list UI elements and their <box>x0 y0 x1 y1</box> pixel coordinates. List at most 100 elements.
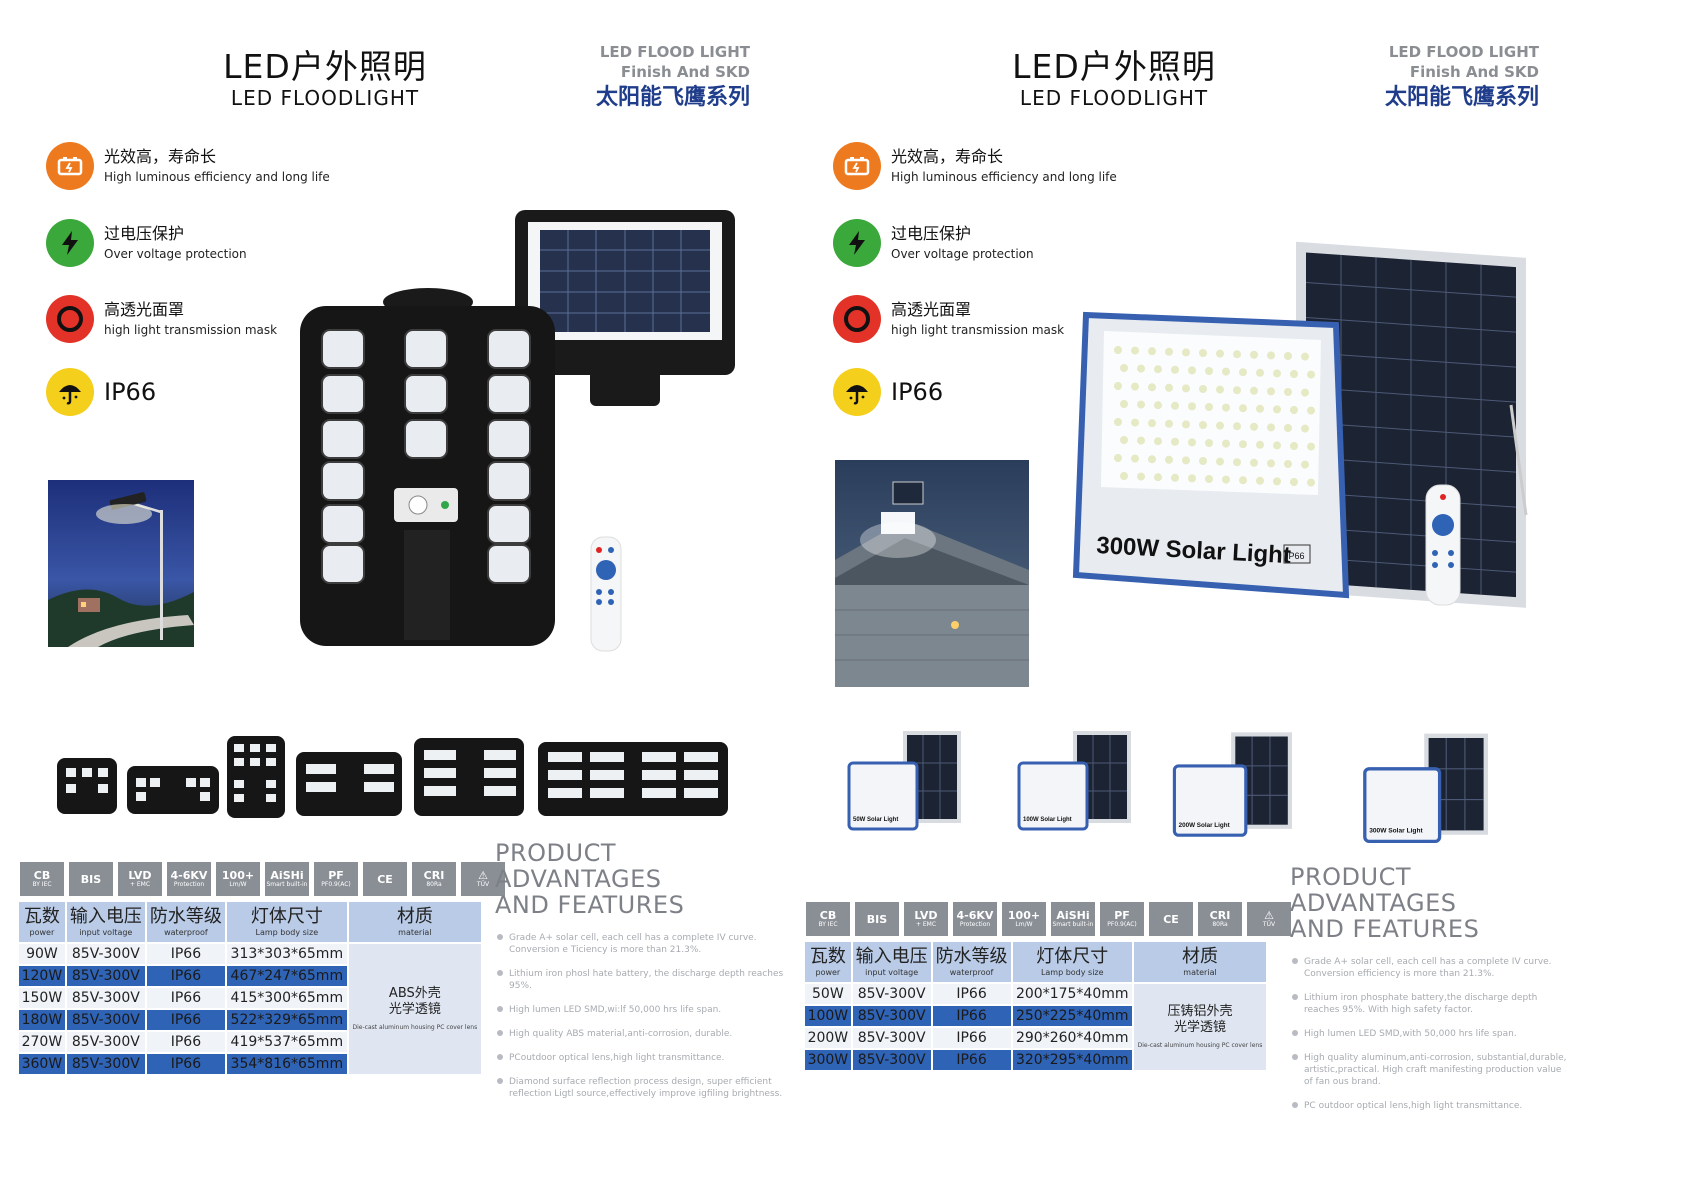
thumb-product: 200W Solar Light <box>1172 732 1292 837</box>
led-dot <box>1171 473 1179 482</box>
cert-badge-sub: BY IEC <box>32 881 52 888</box>
led-dot <box>1290 370 1298 378</box>
feature-cn: IP66 <box>891 378 944 406</box>
cert-badge-title: LVD <box>128 869 152 882</box>
cert-badge: CE <box>1149 902 1193 936</box>
remote-control-image <box>590 536 622 656</box>
cert-badge: 100+Lm/W <box>1002 902 1046 936</box>
material-en: Die-cast aluminum housing PC cover lens <box>1137 1042 1263 1049</box>
feature-cn: 光效高，寿命长 <box>104 147 217 166</box>
led-dot <box>1273 369 1281 378</box>
led-dot <box>1239 404 1247 413</box>
feature-cn: IP66 <box>104 378 157 406</box>
thumb-label: 200W Solar Light <box>1179 822 1231 829</box>
led-dot <box>1233 350 1241 359</box>
cert-badge: BIS <box>69 862 113 896</box>
led-module <box>487 329 531 369</box>
cert-badge-title: ⚠ <box>478 869 488 882</box>
table-cell: 200W <box>805 1028 851 1048</box>
led-dot <box>1114 418 1122 426</box>
table-cell: IP66 <box>932 1006 1011 1026</box>
led-dot <box>1165 383 1173 392</box>
thumb-product: 50W Solar Light <box>847 731 961 831</box>
led-dot <box>1165 419 1173 428</box>
cert-badge-title: 4-6KV <box>170 869 208 882</box>
title-en: LED FLOODLIGHT <box>230 86 420 110</box>
led-dot <box>1301 460 1309 469</box>
cert-badge-sub: + EMC <box>915 921 937 928</box>
led-dot <box>1137 400 1145 409</box>
led-dot <box>1301 352 1309 361</box>
led-dot <box>1205 439 1213 447</box>
led-dot <box>1273 441 1281 450</box>
advantage-item: Grade A+ solar cell, each cell has a com… <box>495 932 790 956</box>
advantage-item: Lithium iron phosl hate battery, the dis… <box>495 968 790 992</box>
header-cn: 瓦数 <box>809 946 846 967</box>
thumb-label: 100W Solar Light <box>1023 817 1072 823</box>
led-dot <box>1290 442 1298 450</box>
cert-badge: CE <box>363 862 407 896</box>
led-module <box>321 329 365 369</box>
header-en: input voltage <box>865 968 919 977</box>
feature-en: Over voltage protection <box>104 247 247 261</box>
header-cn: 瓦数 <box>23 906 60 927</box>
advantage-item: PC outdoor optical lens,high light trans… <box>1290 1100 1570 1112</box>
table-cell: 85V-300V <box>66 1054 145 1074</box>
led-dot <box>1148 455 1156 464</box>
material-cn: 压铸铝外壳 光学透镜 <box>1167 1004 1233 1035</box>
led-dot <box>1114 382 1122 390</box>
feature-cn: 高透光面罩 <box>104 300 185 319</box>
led-dot <box>1290 406 1298 414</box>
led-dot <box>1307 478 1315 487</box>
material-cn: ABS外壳 光学透镜 <box>388 986 441 1017</box>
ring-icon <box>46 295 94 343</box>
led-dot <box>1284 388 1292 396</box>
table-cell: 360W <box>19 1054 65 1074</box>
thumb-label: 50W Solar Light <box>853 817 898 823</box>
cert-badge-title: CB <box>819 909 837 922</box>
led-dot <box>1199 421 1207 429</box>
table-cell: IP66 <box>146 1054 225 1074</box>
led-dot <box>1131 346 1139 355</box>
header-cn: 输入电压 <box>69 906 142 927</box>
led-dot <box>1205 475 1213 483</box>
header-cn: 材质 <box>396 906 433 927</box>
page-title: LED户外照明 LED FLOODLIGHT <box>220 40 430 110</box>
led-dot <box>1114 346 1122 354</box>
cert-badge-sub: + EMC <box>129 881 151 888</box>
left-page: LED户外照明 LED FLOODLIGHT LED FLOOD LIGHT F… <box>19 40 790 1112</box>
led-dot <box>1222 403 1230 412</box>
led-module <box>321 461 365 501</box>
brand-series: 太阳能飞鹰系列 <box>1384 85 1539 110</box>
brand-line1: LED FLOOD LIGHT <box>599 43 750 61</box>
page-title: LED户外照明 LED FLOODLIGHT <box>1009 40 1219 110</box>
led-dot <box>1284 352 1292 360</box>
advantages-list: Grade A+ solar cell, each cell has a com… <box>1290 956 1570 1112</box>
led-dot <box>1256 476 1264 485</box>
cert-badge-title: CRI <box>423 869 445 882</box>
header-cn: 灯体尺寸 <box>1036 946 1109 967</box>
brand-line2: Finish And SKD <box>620 63 750 81</box>
led-dot <box>1239 476 1247 485</box>
cert-badge: LVD+ EMC <box>118 862 162 896</box>
cert-badge-title: 4-6KV <box>956 909 994 922</box>
title-cn: LED户外照明 <box>223 47 427 86</box>
led-dot <box>1182 420 1190 429</box>
led-dot <box>1154 437 1162 446</box>
feature-en: Over voltage protection <box>891 247 1034 261</box>
advantages-section: PRODUCT ADVANTAGES AND FEATURES Grade A+… <box>495 840 790 1112</box>
